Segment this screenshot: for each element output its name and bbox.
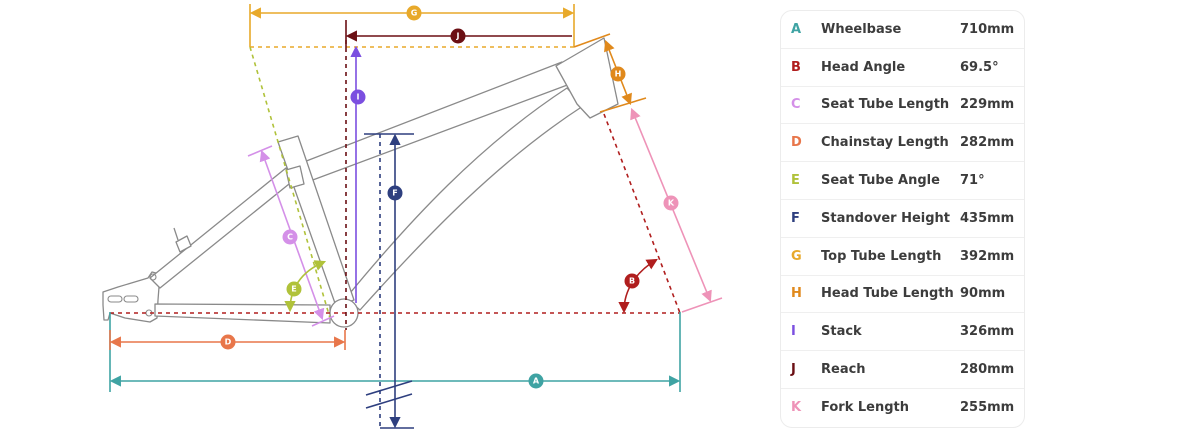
row-value: 90mm <box>960 286 1006 302</box>
geometry-row: K Fork Length 255mm <box>781 389 1024 427</box>
bike-frame <box>102 37 619 328</box>
badge-c-letter: C <box>287 233 293 242</box>
badge-h-letter: H <box>615 70 622 79</box>
row-label: Chainstay Length <box>821 135 949 151</box>
row-value: 326mm <box>960 324 1015 340</box>
badge-j: J <box>450 28 466 44</box>
geometry-row: A Wheelbase 710mm <box>781 11 1024 49</box>
seat-collar <box>285 165 305 189</box>
row-label: Seat Tube Length <box>821 97 950 113</box>
badge-f-letter: F <box>392 189 397 198</box>
badge-d: D <box>220 334 236 350</box>
row-value: 69.5° <box>960 59 999 75</box>
badge-i: I <box>350 89 366 105</box>
badge-d-letter: D <box>225 338 232 347</box>
row-value: 71° <box>960 173 985 189</box>
row-label: Standover Height <box>821 210 950 226</box>
badge-g: G <box>406 5 422 21</box>
dimension-k-fork-length <box>630 107 723 313</box>
badge-i-letter: I <box>357 93 360 102</box>
row-label: Seat Tube Angle <box>821 173 940 189</box>
row-value: 282mm <box>960 135 1015 151</box>
badge-j-letter: J <box>456 32 460 41</box>
row-label: Reach <box>821 362 866 378</box>
row-label: Head Angle <box>821 59 906 75</box>
badge-a-letter: A <box>533 377 540 386</box>
badge-b: B <box>624 273 640 289</box>
badge-k-letter: K <box>668 199 675 208</box>
row-letter: C <box>791 97 801 113</box>
geometry-row: G Top Tube Length 392mm <box>781 238 1024 276</box>
row-letter: A <box>791 21 802 37</box>
geometry-row: D Chainstay Length 282mm <box>781 124 1024 163</box>
brake-mount <box>175 235 192 253</box>
geometry-row: I Stack 326mm <box>781 313 1024 352</box>
row-value: 280mm <box>960 362 1015 378</box>
row-label: Top Tube Length <box>821 248 942 264</box>
geometry-row: F Standover Height 435mm <box>781 200 1024 238</box>
row-letter: G <box>791 248 802 264</box>
row-label: Fork Length <box>821 400 909 416</box>
row-letter: H <box>791 286 802 302</box>
geometry-row: E Seat Tube Angle 71° <box>781 162 1024 200</box>
row-letter: F <box>791 210 800 226</box>
geometry-row: J Reach 280mm <box>781 351 1024 389</box>
row-value: 255mm <box>960 400 1015 416</box>
row-letter: K <box>791 400 802 416</box>
badge-b-letter: B <box>629 277 635 286</box>
badge-h: H <box>610 66 626 82</box>
geometry-row: H Head Tube Length 90mm <box>781 276 1024 314</box>
seat-stay <box>149 167 295 289</box>
row-label: Stack <box>821 324 862 340</box>
geometry-row: C Seat Tube Length 229mm <box>781 87 1024 125</box>
row-value: 435mm <box>960 210 1015 226</box>
row-value: 710mm <box>960 21 1015 37</box>
badge-a: A <box>528 373 544 389</box>
dimension-e-seat-angle <box>284 260 327 313</box>
row-value: 392mm <box>960 248 1015 264</box>
badge-e-letter: E <box>291 285 296 294</box>
frame-geometry-diagram: A B C D E F G H I J K <box>102 4 723 430</box>
row-letter: B <box>791 59 801 75</box>
geometry-row: B Head Angle 69.5° <box>781 49 1024 87</box>
badge-f: F <box>387 185 403 201</box>
row-label: Head Tube Length <box>821 286 954 302</box>
row-value: 229mm <box>960 97 1015 113</box>
badge-k: K <box>663 195 679 211</box>
row-letter: J <box>791 362 796 378</box>
row-letter: D <box>791 135 802 151</box>
badge-c: C <box>282 229 298 245</box>
row-letter: E <box>791 173 800 189</box>
geometry-table: A Wheelbase 710mm B Head Angle 69.5° C S… <box>780 10 1025 428</box>
row-label: Wheelbase <box>821 21 902 37</box>
dimension-f-standover <box>364 133 414 429</box>
badge-g-letter: G <box>411 9 418 18</box>
row-letter: I <box>791 324 796 340</box>
badge-e: E <box>286 281 302 297</box>
